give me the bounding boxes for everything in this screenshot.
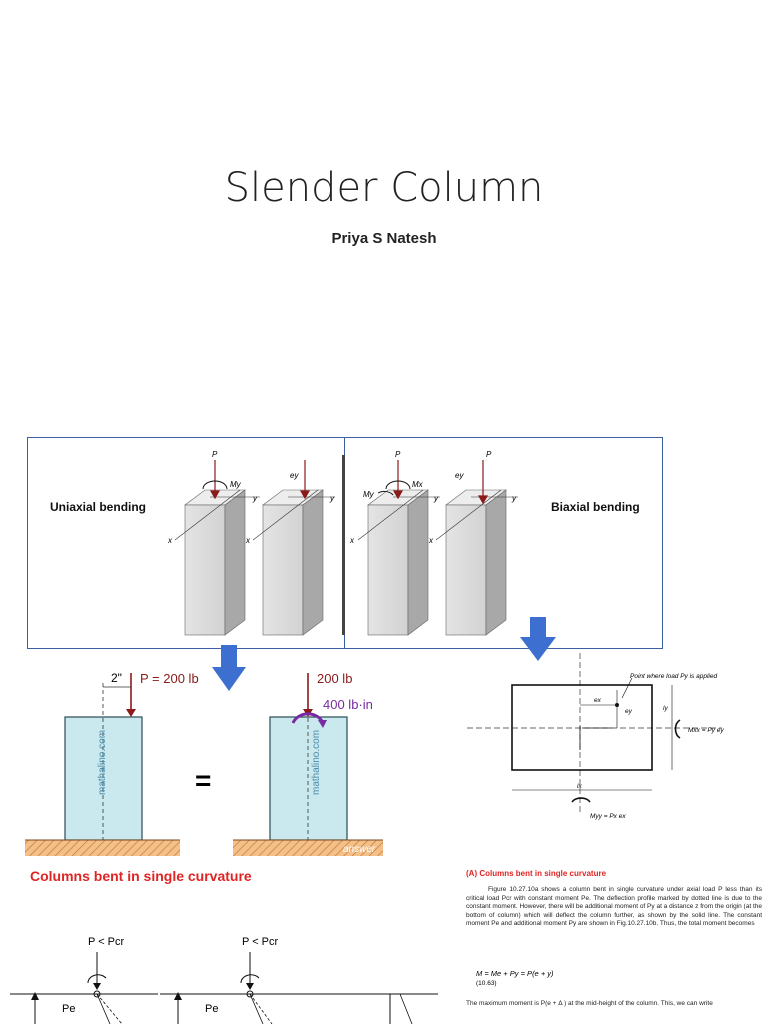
ey-label: ey	[455, 471, 464, 480]
right-load-label: 200 lb	[317, 671, 352, 686]
p-label: P	[486, 450, 492, 459]
load-condition-label: P < Pcr	[242, 936, 279, 948]
biaxial-column-1	[367, 489, 429, 636]
my-formula: Myy = Px ex	[590, 813, 626, 820]
lx-dim: lx	[577, 783, 582, 790]
figure-divider-bar	[342, 455, 345, 635]
down-arrow-icon	[520, 617, 556, 661]
p-label: P	[395, 450, 401, 459]
section-rect	[511, 684, 653, 771]
equation-number: (10.63)	[476, 980, 497, 987]
single-curvature-example: 2" P = 200 lb mathalino.com = 200 lb 400…	[25, 671, 383, 856]
my-label: My	[230, 480, 242, 489]
moment-label: 400 lb·in	[323, 697, 373, 712]
section-heading: (A) Columns bent in single curvature	[466, 869, 607, 878]
left-load-label: P = 200 lb	[140, 671, 199, 686]
x-axis-label: x	[245, 536, 251, 545]
ey-label: ey	[290, 471, 299, 480]
slide-author: Priya S Natesh	[331, 230, 437, 247]
load-condition-label: P < Pcr	[88, 936, 125, 948]
max-moment-paragraph: The maximum moment is P(e + Δ ) at the m…	[466, 1000, 713, 1007]
load-point-note: Point where load Py is applied	[630, 673, 717, 680]
x-axis-label: x	[428, 536, 434, 545]
x-axis-label: x	[167, 536, 173, 545]
column-blocks-drawing: P P P My My Mx ey ey x x x x y y y y	[167, 450, 518, 636]
watermark: mathalino.com	[97, 730, 108, 795]
bending-figure-frame	[27, 437, 663, 649]
ex-dim: ex	[594, 697, 602, 704]
single-curvature-caption: Columns bent in single curvature	[30, 868, 252, 884]
mx-label: Mx	[412, 480, 424, 489]
ey-dim: ey	[625, 708, 633, 715]
down-arrow-icon	[212, 645, 246, 691]
biaxial-label: Biaxial bending	[551, 500, 640, 514]
answer-stamp: answer	[343, 844, 376, 855]
mx-formula: Mxx = Py ey	[688, 727, 724, 734]
y-axis-label: y	[329, 494, 335, 503]
p-label: P	[212, 450, 218, 459]
explanation-paragraph: Figure 10.27.10a shows a column bent in …	[466, 886, 762, 927]
watermark: mathalino.com	[311, 730, 322, 795]
ground-left	[25, 840, 180, 856]
biaxial-column-2	[445, 489, 507, 636]
x-axis-label: x	[349, 536, 355, 545]
uniaxial-label: Uniaxial bending	[50, 500, 147, 514]
single-curvature-diagram: P < Pcr P < Pcr Pe Pe	[10, 936, 438, 1024]
uniaxial-column-1	[184, 489, 246, 636]
dimension-label: 2"	[111, 671, 122, 685]
ground-right	[233, 840, 383, 856]
right-column	[269, 716, 348, 841]
moment-formula: M = Me + Py = P(e + y)	[476, 969, 554, 978]
biaxial-section-diagram: Point where load Py is applied Mxx = Py …	[467, 653, 724, 820]
slide-title: Slender Column	[224, 165, 544, 211]
pe-label: Pe	[205, 1003, 218, 1015]
pe-label: Pe	[62, 1003, 75, 1015]
equals-sign: =	[195, 765, 211, 796]
y-axis-label: y	[433, 494, 439, 503]
left-column	[64, 716, 143, 841]
uniaxial-column-2	[262, 489, 324, 636]
ly-dim: ly	[663, 705, 668, 712]
my-label: My	[363, 490, 375, 499]
y-axis-label: y	[511, 494, 517, 503]
y-axis-label: y	[252, 494, 258, 503]
